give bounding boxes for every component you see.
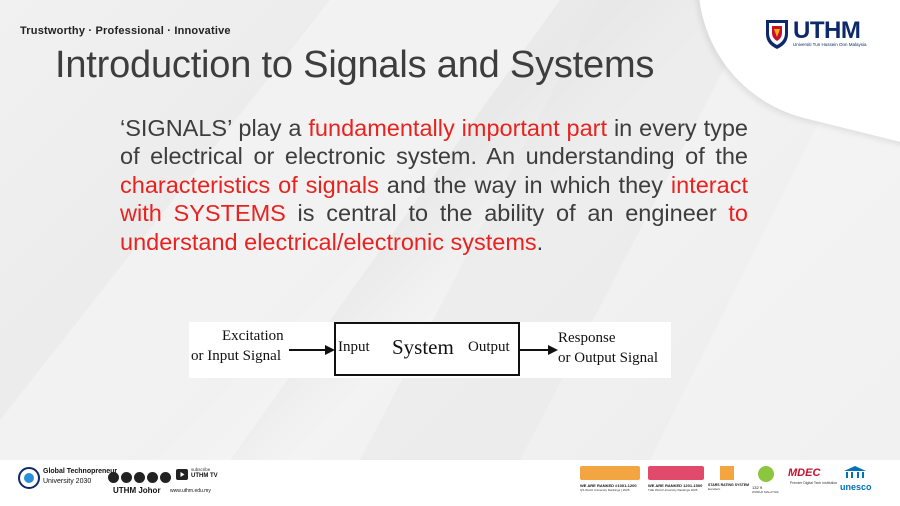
social-handle: UTHM Johor bbox=[113, 486, 161, 495]
uthm-logo-text: UTHM bbox=[793, 17, 861, 44]
highlighted-phrase: interact with SYSTEMS bbox=[120, 171, 748, 227]
stat-malaysia: 9 bbox=[759, 485, 763, 490]
paragraph-text: and the way in which they bbox=[378, 171, 671, 198]
unesco-temple-icon bbox=[844, 466, 866, 478]
instagram-icon[interactable] bbox=[121, 472, 132, 484]
tagline: Trustworthy · Professional · Innovative bbox=[20, 25, 231, 37]
facebook-icon[interactable] bbox=[108, 472, 119, 484]
stars-rating-badge: STARS RATING SYSTEM Excellent bbox=[708, 466, 750, 491]
uthm-crest-icon bbox=[766, 20, 788, 49]
uthm-logo-subtitle: Universiti Tun Hussein Onn Malaysia bbox=[793, 42, 867, 47]
input-signal-label: or Input Signal bbox=[191, 348, 281, 364]
qs-ranking-sub: QS World University Rankings | 2025 bbox=[580, 488, 630, 492]
system-box bbox=[334, 322, 520, 376]
stat-world-label: WORLD bbox=[752, 490, 764, 494]
box-input-label: Input bbox=[338, 339, 370, 355]
qs-ranking-text: WE ARE RANKED #1001-1200 bbox=[580, 483, 637, 488]
box-system-label: System bbox=[392, 335, 454, 359]
youtube-icon[interactable] bbox=[176, 469, 188, 480]
paragraph-text: ‘SIGNALS’ play a bbox=[120, 115, 309, 141]
social-icons bbox=[108, 469, 173, 484]
tv-label: UTHM TV bbox=[191, 473, 218, 479]
tiktok-icon[interactable] bbox=[147, 472, 158, 484]
gtu-emblem-icon bbox=[18, 467, 40, 489]
slide-background: Trustworthy · Professional · Innovative … bbox=[0, 0, 900, 460]
output-signal-label: or Output Signal bbox=[558, 350, 658, 366]
box-output-label: Output bbox=[468, 339, 510, 355]
slide-title: Introduction to Signals and Systems bbox=[55, 44, 655, 86]
twitter-icon[interactable] bbox=[134, 472, 145, 484]
response-label: Response bbox=[558, 330, 616, 346]
paragraph-text: . bbox=[536, 228, 544, 255]
website-link[interactable]: www.uthm.edu.my bbox=[170, 488, 211, 494]
linkedin-icon[interactable] bbox=[160, 472, 171, 484]
stars-rating-sub: Excellent bbox=[708, 487, 721, 491]
the-ranking-badge: WE ARE RANKED 1201-1500 THE World Univer… bbox=[648, 466, 706, 492]
unesco-logo-text: unesco bbox=[840, 482, 872, 492]
input-arrow-icon bbox=[289, 345, 335, 355]
mdec-sub: Premier Digital Tech Institution bbox=[790, 481, 838, 485]
the-ranking-sub: THE World University Rankings 2025 bbox=[648, 488, 698, 492]
green-metric-badge: 132 9 WORLD MALAYSIA bbox=[752, 466, 784, 494]
highlighted-phrase: fundamentally important part bbox=[308, 115, 608, 141]
uthm-logo: UTHM Universiti Tun Hussein Onn Malaysia bbox=[764, 17, 882, 54]
mdec-logo-text: MDEC bbox=[788, 467, 821, 479]
the-ranking-text: WE ARE RANKED 1201-1500 bbox=[648, 483, 703, 488]
output-arrow-icon bbox=[520, 345, 558, 355]
highlighted-phrase: characteristics of signals bbox=[120, 171, 379, 198]
intro-paragraph: ‘SIGNALS’ play a fundamentally important… bbox=[120, 114, 748, 256]
gtu-line1: Global Technopreneur bbox=[43, 468, 118, 475]
tv-caption: subscribe bbox=[191, 467, 211, 472]
stat-world: 132 bbox=[752, 485, 759, 490]
qs-ranking-badge: WE ARE RANKED #1001-1200 QS World Univer… bbox=[580, 466, 642, 492]
paragraph-text: is central to the ability of an engineer bbox=[285, 200, 729, 227]
paragraph-text: in every type of electrical or electroni… bbox=[120, 115, 748, 170]
gtu-line2: University 2030 bbox=[43, 478, 92, 485]
footer-bar: Global Technopreneur University 2030 sub… bbox=[0, 460, 900, 506]
stat-malaysia-label: MALAYSIA bbox=[764, 490, 779, 494]
highlighted-phrase: to understand electrical/electronic syst… bbox=[120, 200, 748, 255]
stars-rating-text: STARS RATING SYSTEM bbox=[708, 483, 750, 487]
excitation-label: Excitation bbox=[222, 328, 284, 344]
system-block-diagram: Excitation or Input Signal Input System … bbox=[189, 322, 671, 378]
